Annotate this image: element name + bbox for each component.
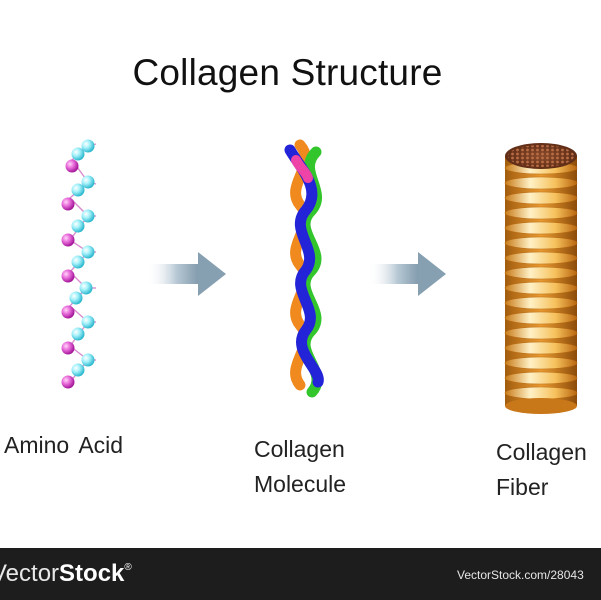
label-fiber-line2: Fiber [496, 474, 549, 500]
label-molecule-line1: Collagen [254, 436, 345, 462]
fiber-band [504, 281, 578, 295]
fiber-band [504, 236, 578, 250]
fiber-band [504, 266, 578, 280]
right-arrow-icon [370, 252, 446, 296]
label-amino-acid: Amino Acid [4, 428, 123, 463]
watermark-footer: VectorStock® VectorStock.com/28043 [0, 548, 601, 600]
label-collagen-fiber: Collagen Fiber [496, 435, 587, 505]
fiber-band [504, 371, 578, 385]
label-amino-acid-text: Amino Acid [4, 432, 124, 458]
fiber-band [504, 386, 578, 400]
fiber-band [504, 311, 578, 325]
fiber-band [504, 356, 578, 370]
fiber-band [504, 191, 578, 205]
fiber-band [504, 341, 578, 355]
fiber-band [504, 221, 578, 235]
brand-part2: Stock [59, 560, 125, 587]
fiber-band [504, 296, 578, 310]
footer-url: VectorStock.com/28043 [457, 568, 584, 582]
label-molecule-line2: Molecule [254, 471, 347, 497]
fiber-band [504, 326, 578, 340]
diagram-title: Collagen Structure [132, 52, 443, 93]
brand-reg: ® [124, 562, 132, 573]
amino-acid-chain-icon [61, 139, 97, 389]
vectorstock-logo: VectorStock® [0, 560, 132, 588]
fiber-band [504, 251, 578, 265]
fiber-band [504, 176, 578, 190]
triple-helix-icon [284, 139, 324, 398]
collagen-diagram [61, 139, 578, 414]
banded-cylinder-icon [504, 143, 578, 414]
label-collagen-molecule: Collagen Molecule [254, 432, 346, 502]
right-arrow-icon [148, 252, 226, 296]
label-fiber-line1: Collagen [496, 439, 587, 465]
brand-part1: Vector [0, 560, 60, 587]
fiber-band [504, 206, 578, 220]
